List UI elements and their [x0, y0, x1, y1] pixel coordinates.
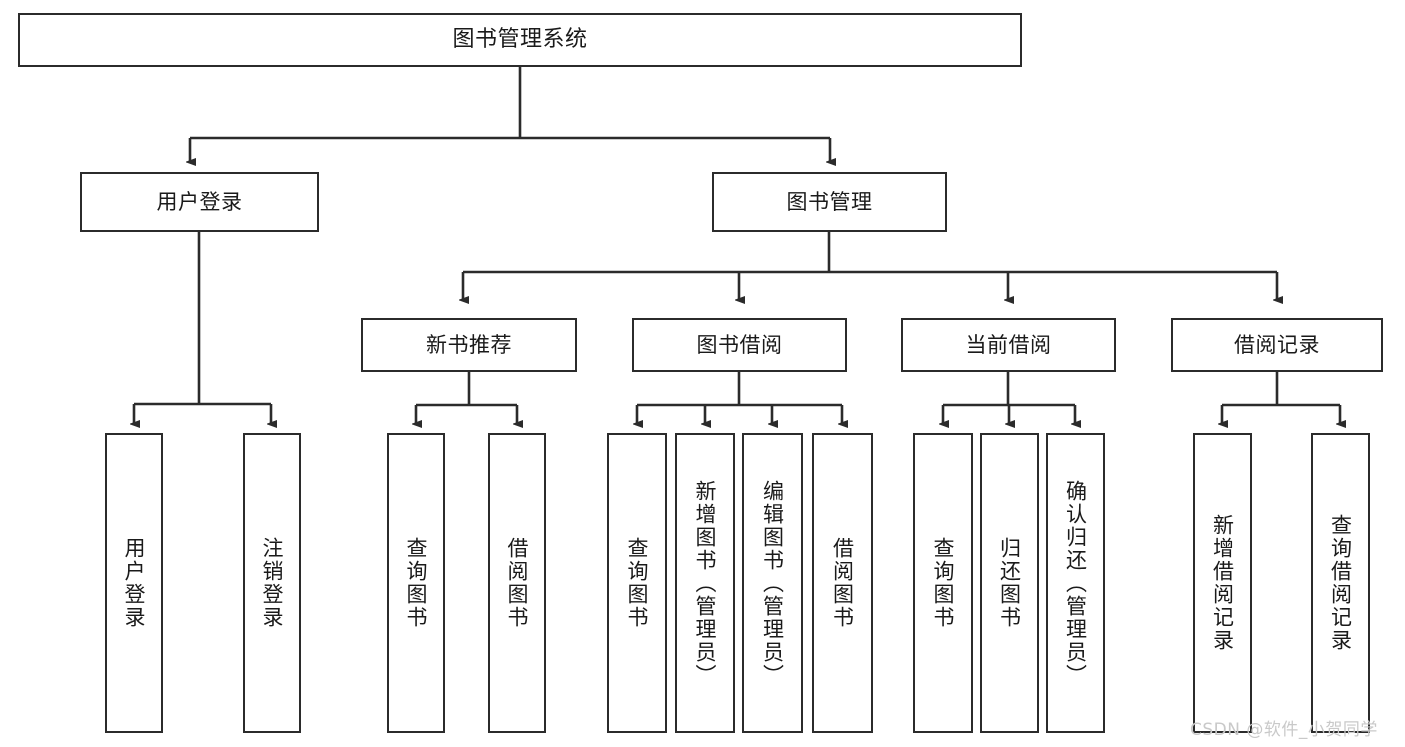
node-label: 新增借阅记录	[1210, 514, 1235, 652]
node-label: 借阅图书	[830, 537, 855, 629]
node-label: 图书借阅	[696, 332, 783, 357]
node-label: 注销登录	[260, 537, 285, 629]
leaf-user-login[interactable]: 用户登录	[105, 433, 163, 733]
node-root-book-management-system[interactable]: 图书管理系统	[18, 13, 1022, 67]
node-label: 借阅记录	[1234, 332, 1320, 357]
node-new-book-recommendation[interactable]: 新书推荐	[361, 318, 577, 372]
node-label: 编辑图书（管理员）	[760, 479, 785, 687]
node-label: 借阅图书	[505, 537, 530, 629]
leaf-return-book[interactable]: 归还图书	[980, 433, 1039, 733]
leaf-add-borrow-record[interactable]: 新增借阅记录	[1193, 433, 1252, 733]
node-label: 归还图书	[997, 537, 1022, 629]
node-label: 查询借阅记录	[1328, 514, 1353, 652]
leaf-query-borrow-record[interactable]: 查询借阅记录	[1311, 433, 1370, 733]
node-label: 图书管理	[786, 189, 873, 214]
node-book-borrowing[interactable]: 图书借阅	[632, 318, 847, 372]
leaf-borrow-book-1[interactable]: 借阅图书	[488, 433, 546, 733]
node-user-login[interactable]: 用户登录	[80, 172, 319, 232]
leaf-logout[interactable]: 注销登录	[243, 433, 301, 733]
node-borrowing-records[interactable]: 借阅记录	[1171, 318, 1383, 372]
csdn-watermark: CSDN @软件_小贺同学	[1190, 720, 1378, 740]
leaf-query-book-3[interactable]: 查询图书	[913, 433, 973, 733]
node-current-borrowing[interactable]: 当前借阅	[901, 318, 1116, 372]
node-label: 图书管理系统	[452, 27, 588, 53]
leaf-query-book-1[interactable]: 查询图书	[387, 433, 445, 733]
node-label: 当前借阅	[965, 332, 1052, 357]
leaf-confirm-return-admin[interactable]: 确认归还（管理员）	[1046, 433, 1105, 733]
leaf-query-book-2[interactable]: 查询图书	[607, 433, 667, 733]
node-label: 查询图书	[625, 537, 650, 629]
node-label: 用户登录	[156, 189, 243, 214]
node-label: 确认归还（管理员）	[1063, 479, 1088, 687]
node-label: 新增图书（管理员）	[693, 479, 718, 687]
leaf-borrow-book-2[interactable]: 借阅图书	[812, 433, 873, 733]
node-book-management[interactable]: 图书管理	[712, 172, 947, 232]
node-label: 新书推荐	[426, 332, 512, 357]
leaf-edit-book-admin[interactable]: 编辑图书（管理员）	[742, 433, 803, 733]
node-label: 用户登录	[122, 537, 147, 629]
node-label: 查询图书	[404, 537, 429, 629]
node-label: 查询图书	[931, 537, 956, 629]
leaf-add-book-admin[interactable]: 新增图书（管理员）	[675, 433, 735, 733]
